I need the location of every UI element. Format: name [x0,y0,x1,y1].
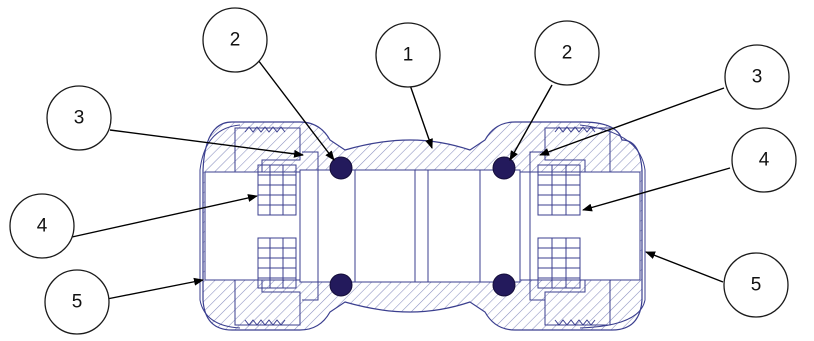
leader-3-right [539,87,725,156]
callout-5-right-label: 5 [751,275,762,296]
callout-2-left: 2 [202,7,268,73]
leader-2-left [257,59,335,161]
left-spacer-washer [302,151,319,301]
leader-2-right [509,84,553,161]
callout-3-left-label: 3 [74,108,85,129]
right-lower-thread [554,319,596,326]
right-upper-thread [554,126,596,133]
coupling-body [199,121,646,331]
central-bore [299,169,521,283]
callout-3-left: 3 [46,85,112,151]
left-opening [204,171,301,281]
callout-2-right-label: 2 [562,43,573,64]
left-release-collar [234,127,301,173]
right-release-collar-lower [544,279,611,326]
right-end-cap [579,124,646,329]
callout-3-right-label: 3 [752,67,763,88]
left-grab-ring [257,164,297,289]
leader-4-right [582,167,731,212]
right-lower-o-ring [492,273,516,297]
callout-5-left: 5 [44,269,110,335]
right-grab-ring [537,164,581,289]
left-lower-thread [244,319,286,326]
leader-5-right [645,251,724,283]
callout-4-right-label: 4 [759,150,770,171]
callout-3-right: 3 [724,44,790,110]
callout-2-left-label: 2 [230,30,241,51]
callout-4-left: 4 [9,193,75,259]
callout-1: 1 [375,22,441,88]
left-release-collar-lower [234,279,301,326]
leader-lines [71,59,731,300]
callout-5-right: 5 [723,252,789,318]
left-upper-thread [244,126,286,133]
leader-1 [409,84,433,149]
left-lower-o-ring [329,273,353,297]
callout-2-right: 2 [534,20,600,86]
leader-3-left [109,129,304,158]
right-spacer-washer [529,151,545,301]
right-release-collar [544,127,611,173]
leader-5-left [106,277,204,300]
callout-4-left-label: 4 [37,216,48,237]
callout-4-right: 4 [731,127,797,193]
callout-5-left-label: 5 [72,292,83,313]
right-upper-o-ring [492,156,516,180]
callout-1-label: 1 [403,45,414,66]
left-upper-o-ring [329,156,353,180]
left-end-cap [199,124,241,329]
leader-4-left [71,194,258,238]
